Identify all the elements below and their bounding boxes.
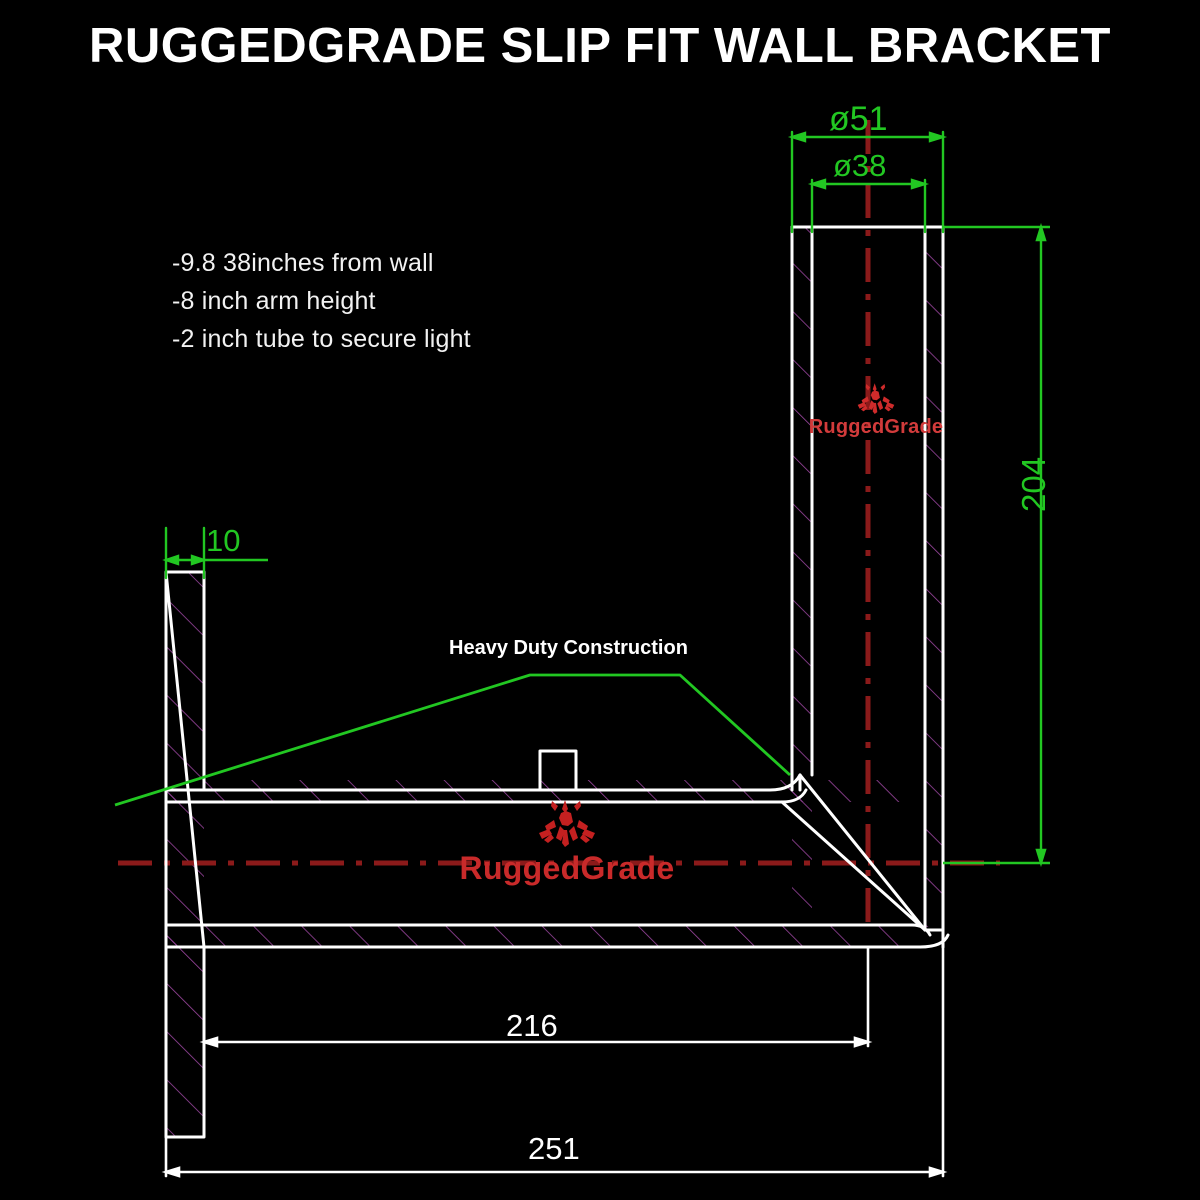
note-line-1: -9.8 38inches from wall	[172, 249, 434, 277]
watermark-small-text: RuggedGrade	[808, 416, 944, 438]
section-hatching	[166, 227, 943, 1137]
green-dimensions	[162, 130, 1050, 868]
ruggedgrade-bull-logo-icon	[776, 382, 976, 416]
heavy-duty-construction-label: Heavy Duty Construction	[449, 637, 688, 659]
dimension-label-216: 216	[506, 1008, 558, 1043]
watermark-large-text: RuggedGrade	[459, 850, 675, 886]
dimension-d38	[807, 178, 930, 234]
dimension-d51	[787, 130, 948, 234]
dimension-251	[161, 945, 948, 1178]
dimension-label-d51: ø51	[829, 100, 888, 138]
dimension-216	[199, 945, 873, 1048]
watermark-large: RuggedGrade	[432, 798, 702, 887]
dimension-label-204: 204	[1015, 456, 1052, 512]
bracket-outline	[164, 225, 950, 1139]
page-title: RUGGEDGRADE SLIP FIT WALL BRACKET	[89, 19, 1111, 73]
dimension-label-10: 10	[206, 523, 241, 558]
ruggedgrade-bull-logo-icon	[432, 798, 702, 850]
notes-block: -9.8 38inches from wall -8 inch arm heig…	[172, 244, 471, 358]
dimension-label-251: 251	[528, 1131, 580, 1166]
dimension-label-d38: ø38	[833, 148, 887, 183]
note-line-2: -8 inch arm height	[172, 287, 376, 315]
dimension-10	[162, 526, 268, 580]
note-line-3: -2 inch tube to secure light	[172, 325, 471, 353]
watermark-small: RuggedGrade	[776, 382, 976, 439]
dimension-204	[943, 222, 1050, 868]
white-dimensions	[161, 945, 948, 1178]
heavy-duty-leader	[114, 673, 791, 807]
centerlines	[118, 120, 1000, 930]
